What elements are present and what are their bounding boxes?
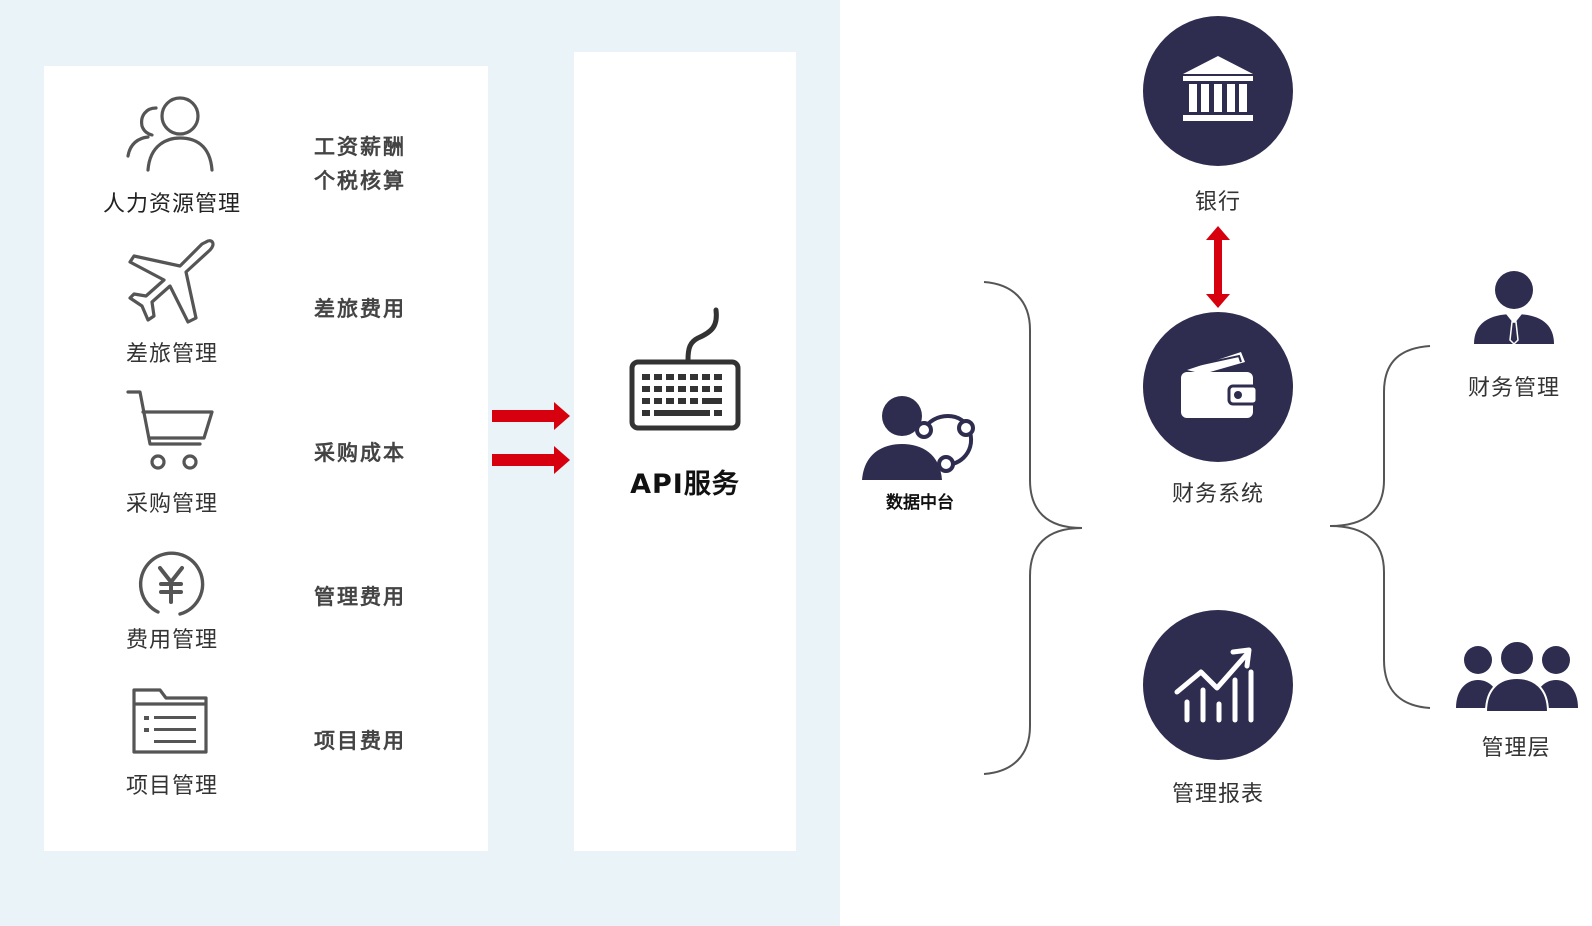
keyboard-icon — [629, 307, 741, 431]
finance-system-node — [1143, 312, 1293, 462]
finance-system-label: 财务系统 — [1171, 482, 1264, 507]
cart-icon — [126, 390, 214, 470]
airplane-icon — [128, 239, 215, 324]
category-management-expense: 管理费用 — [314, 585, 406, 609]
api-service-label: API服务 — [630, 469, 740, 500]
manager-icon — [1474, 271, 1554, 346]
brace-right-lower — [1329, 525, 1431, 709]
group-icon — [1456, 640, 1578, 712]
yen-coin-icon — [138, 551, 205, 616]
api-panel — [574, 52, 796, 851]
category-salary-line1: 工资薪酬 — [314, 135, 406, 159]
brace-left-lower — [983, 527, 1083, 775]
data-center-icon — [862, 396, 975, 480]
chart-up-icon — [1174, 647, 1254, 723]
management-report-node — [1143, 610, 1293, 760]
arrow-right-top — [492, 402, 570, 430]
module-label-expense: 费用管理 — [125, 628, 218, 653]
modules-panel — [44, 66, 488, 851]
double-arrow-bank — [1206, 226, 1230, 308]
folder-list-icon — [132, 688, 208, 754]
module-label-hr: 人力资源管理 — [102, 192, 241, 217]
arrows-to-api — [492, 402, 570, 474]
brace-right-upper — [1329, 345, 1431, 527]
bank-icon — [1183, 56, 1253, 121]
module-label-travel: 差旅管理 — [125, 342, 218, 367]
category-salary-line2: 个税核算 — [314, 169, 406, 193]
people-icon — [126, 96, 214, 172]
category-travel-expense: 差旅费用 — [314, 297, 406, 321]
data-center-label: 数据中台 — [886, 493, 954, 513]
category-project-expense: 项目费用 — [314, 729, 406, 753]
bank-node — [1143, 16, 1293, 166]
wallet-icon — [1181, 352, 1259, 418]
category-procurement-cost: 采购成本 — [314, 441, 406, 465]
management-layer-label: 管理层 — [1481, 736, 1551, 761]
finance-management-label: 财务管理 — [1467, 376, 1560, 401]
brace-left-upper — [983, 281, 1083, 529]
arrow-right-bottom — [492, 446, 570, 474]
module-label-procurement: 采购管理 — [125, 492, 218, 517]
bank-label: 银行 — [1194, 190, 1241, 215]
category-salary: 工资薪酬 个税核算 — [314, 130, 406, 198]
management-report-label: 管理报表 — [1171, 782, 1264, 807]
module-label-project: 项目管理 — [125, 774, 218, 799]
